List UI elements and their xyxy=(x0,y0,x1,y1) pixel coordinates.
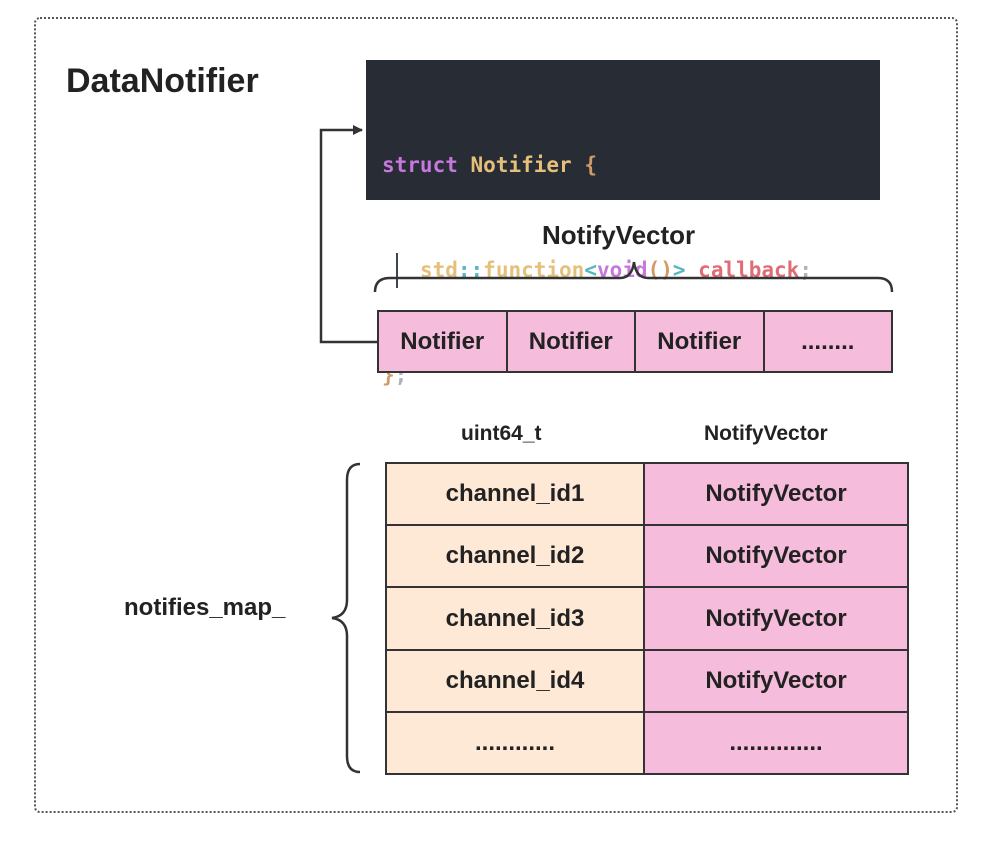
code-line-1: struct Notifier { xyxy=(382,148,880,183)
code-block: struct Notifier { std::function<void()> … xyxy=(366,60,880,387)
map-value-cell: NotifyVector xyxy=(645,526,907,587)
map-row: channel_id2 NotifyVector xyxy=(387,526,907,589)
code-brace: { xyxy=(584,153,597,177)
map-key-cell: ............ xyxy=(387,712,645,774)
code-keyword: struct xyxy=(382,153,458,177)
value-column-header: NotifyVector xyxy=(704,422,828,445)
map-row-ellipsis: ............ .............. xyxy=(387,712,907,774)
map-key-cell: channel_id4 xyxy=(387,650,645,711)
map-row: channel_id1 NotifyVector xyxy=(387,464,907,527)
vector-cell: Notifier xyxy=(379,312,508,371)
map-value-cell: NotifyVector xyxy=(645,650,907,711)
map-row: channel_id3 NotifyVector xyxy=(387,588,907,651)
map-value-cell: .............. xyxy=(645,712,907,774)
map-value-cell: NotifyVector xyxy=(645,588,907,649)
map-brace xyxy=(331,462,361,774)
diagram-title: DataNotifier xyxy=(66,62,259,100)
code-template-open: < xyxy=(584,258,597,282)
notifier-arrow xyxy=(319,125,377,344)
map-key-cell: channel_id1 xyxy=(387,464,645,525)
key-column-header: uint64_t xyxy=(461,422,542,445)
map-row: channel_id4 NotifyVector xyxy=(387,650,907,713)
vector-cell: Notifier xyxy=(636,312,765,371)
code-template-close: > xyxy=(672,258,686,282)
code-semicolon: ; xyxy=(799,258,812,282)
map-label: notifies_map_ xyxy=(124,594,286,621)
notify-vector-row: Notifier Notifier Notifier ........ xyxy=(377,310,893,373)
vector-cell-ellipsis: ........ xyxy=(764,312,891,371)
notify-vector-label: NotifyVector xyxy=(542,220,696,250)
map-key-cell: channel_id3 xyxy=(387,588,645,649)
code-type-name: Notifier xyxy=(470,153,572,177)
indent-guide xyxy=(396,253,398,288)
data-notifier-frame xyxy=(34,17,958,813)
vector-cell: Notifier xyxy=(507,312,636,371)
vector-brace xyxy=(373,261,894,293)
map-key-cell: channel_id2 xyxy=(387,526,645,587)
map-value-cell: NotifyVector xyxy=(645,464,907,525)
notifies-map-table: channel_id1 NotifyVector channel_id2 Not… xyxy=(385,462,909,775)
